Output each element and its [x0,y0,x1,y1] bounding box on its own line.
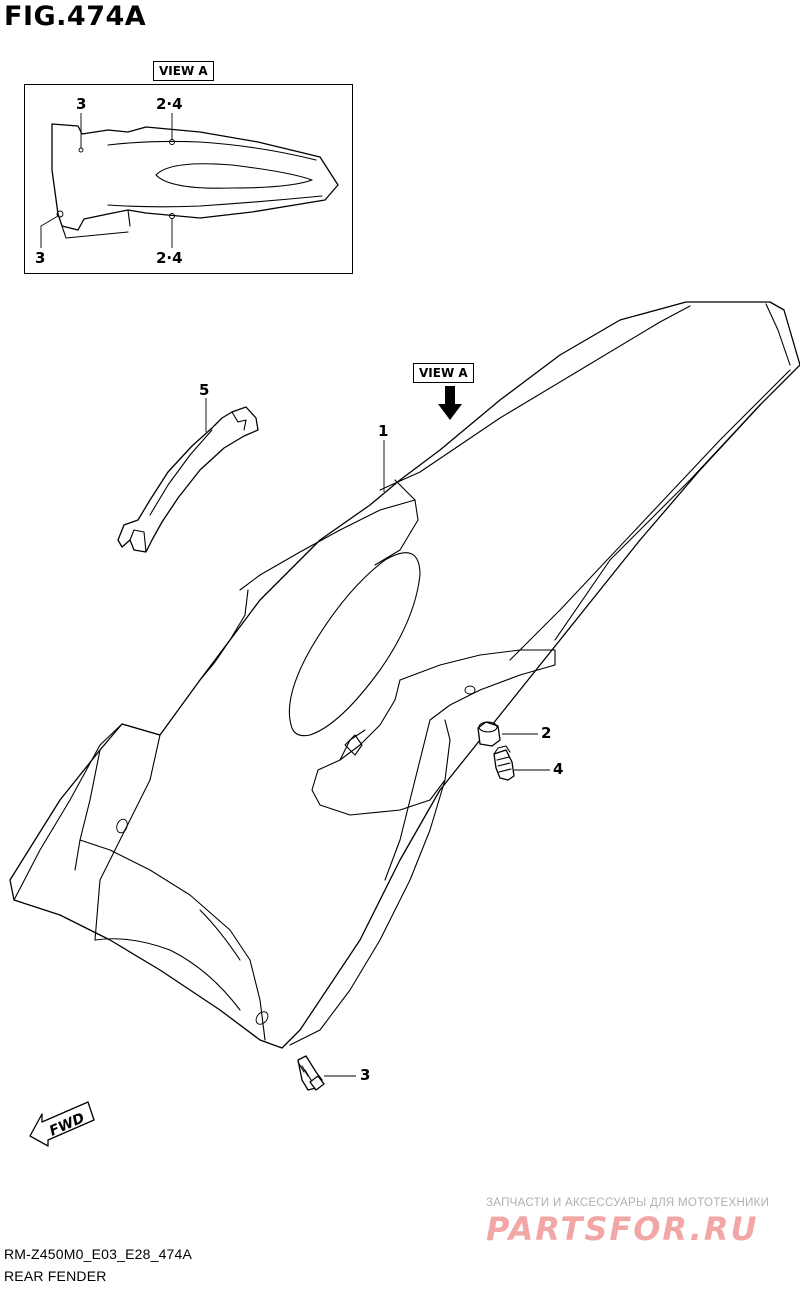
inset-callout-3-top: 3 [76,95,87,113]
view-a-marker-label: VIEW A [413,363,474,383]
strap-part-5 [117,398,259,553]
view-a-inset [24,84,353,274]
view-a-inset-label: VIEW A [153,61,214,81]
figure-title: FIG.474A [4,1,147,32]
diagram-code: RM-Z450M0_E03_E28_474A [4,1246,193,1262]
callout-part-5: 5 [199,381,210,399]
bolt-part-4 [493,745,550,781]
callout-part-3: 3 [360,1066,371,1084]
watermark-brand: PARTSFOR.RU [486,1210,759,1248]
callout-part-1: 1 [378,422,389,440]
callout-part-2: 2 [541,724,552,742]
watermark-tagline: ЗАПЧАСТИ И АКСЕССУАРЫ ДЛЯ МОТОТЕХНИКИ [486,1197,770,1209]
fwd-arrow-icon: FWD [29,1101,95,1147]
diagram-name: REAR FENDER [4,1268,107,1284]
collar-part-2 [477,721,538,747]
inset-callout-2-4-bottom: 2·4 [156,249,183,267]
inset-callout-2-4-top: 2·4 [156,95,183,113]
view-a-arrow [438,386,462,420]
bolt-part-3 [297,1055,356,1091]
rear-fender-part-1 [9,301,800,1049]
inset-fender-top-view [40,113,339,248]
callout-part-4: 4 [553,760,564,778]
inset-callout-3-bottom: 3 [35,249,46,267]
